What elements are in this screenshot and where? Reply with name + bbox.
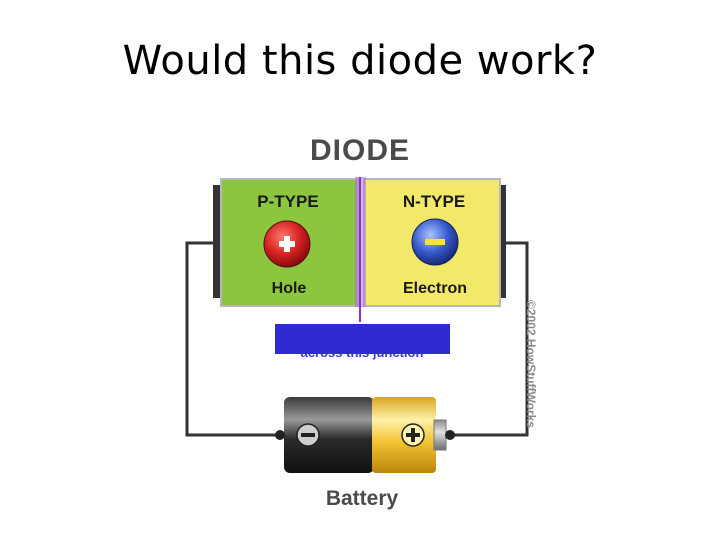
left-terminal — [213, 185, 222, 298]
electron-label: Electron — [403, 280, 467, 297]
slide-title: Would this diode work? — [122, 38, 598, 84]
right-terminal — [497, 185, 506, 298]
n-type-label: N-TYPE — [403, 192, 465, 211]
p-type-label: P-TYPE — [257, 192, 318, 211]
battery-negative-icon — [296, 423, 320, 447]
battery-positive-icon — [401, 423, 425, 447]
wire-node-left — [275, 430, 285, 440]
diode-heading: DIODE — [310, 134, 410, 167]
electron-icon — [411, 218, 459, 266]
wire-node-right — [445, 430, 455, 440]
copyright-credit: ©2002 HowStuffWorks — [524, 300, 538, 428]
battery-label: Battery — [326, 487, 399, 510]
junction-overlay-box — [275, 324, 450, 354]
hole-icon — [263, 220, 311, 268]
hole-label: Hole — [272, 280, 307, 297]
circuit-wire — [185, 241, 529, 437]
